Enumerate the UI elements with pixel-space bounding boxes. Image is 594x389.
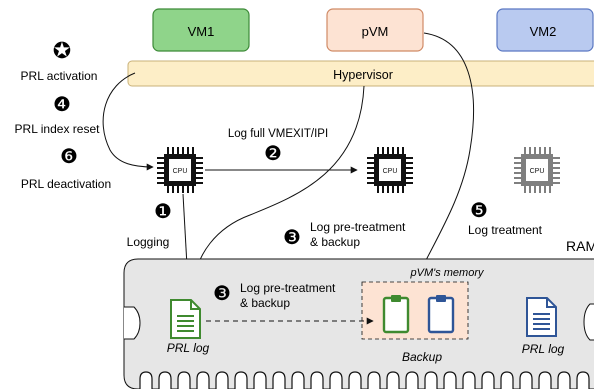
hypervisor-label: Hypervisor (333, 68, 393, 82)
log-pre-treatment-lower-line1: Log pre-treatment (240, 281, 336, 295)
logging-label: Logging (127, 235, 170, 249)
prl-activation-label: PRL activation (21, 69, 98, 83)
prl-log-right-label: PRL log (522, 342, 565, 356)
clipboard-green-icon (382, 295, 410, 334)
step-star-icon: ✪ (53, 38, 71, 63)
cpu-label: CPU (530, 168, 545, 175)
prl-log-left-label: PRL log (167, 341, 210, 355)
ram-pin (462, 371, 476, 389)
step-1-icon: ❶ (154, 201, 172, 223)
pretreatment-arrow (190, 85, 365, 285)
cpu-label: CPU (383, 168, 398, 175)
ram-pin (576, 371, 590, 389)
ram-pin (158, 371, 172, 389)
vm2-label: VM2 (530, 24, 557, 39)
hypervisor-bar: Hypervisor (127, 60, 594, 87)
ram-pin (538, 371, 552, 389)
step-2-icon: ❷ (264, 143, 282, 165)
ram-notch-left (124, 306, 141, 340)
cpu-die (379, 159, 401, 181)
ram-pin (481, 371, 495, 389)
ram-pin (310, 371, 324, 389)
step-3-icon-upper: ❸ (283, 227, 301, 249)
ram-pin (500, 371, 514, 389)
ram-pin (405, 371, 419, 389)
cpu-die (169, 159, 191, 181)
pvm-memory-label: pVM's memory (410, 267, 485, 279)
ram-pin (519, 371, 533, 389)
ram-pin (234, 371, 248, 389)
cpu-chip-2: CPU (367, 147, 413, 193)
prl-index-reset-label: PRL index reset (15, 122, 101, 136)
cpu-die (526, 159, 548, 181)
log-pre-treatment-upper-line2: & backup (310, 235, 360, 249)
ram-notch-right (583, 303, 594, 341)
ram-pin (196, 371, 210, 389)
log-pre-treatment-upper-line1: Log pre-treatment (310, 220, 406, 234)
ram-pin (367, 371, 381, 389)
cpu-chip-3: CPU (514, 147, 560, 193)
step-4-icon: ❹ (53, 94, 71, 116)
ram-pin (215, 371, 229, 389)
cpu-label: CPU (173, 168, 188, 175)
ram-pin (272, 371, 286, 389)
pvm-box: pVM (326, 8, 424, 52)
ram-pin (329, 371, 343, 389)
step-6-icon: ❻ (60, 146, 78, 168)
log-treatment-arrow (413, 32, 475, 285)
ram-pin (557, 371, 571, 389)
ram-pin (177, 371, 191, 389)
ram-pin (291, 371, 305, 389)
clipboard-blue-icon (427, 295, 455, 334)
log-pre-treatment-lower-line2: & backup (240, 296, 290, 310)
vm1-label: VM1 (188, 24, 215, 39)
prl-deactivation-label: PRL deactivation (21, 177, 111, 191)
backup-label: Backup (402, 350, 442, 364)
ram-pin (424, 371, 438, 389)
ram-label: RAM (566, 238, 594, 254)
step-5-icon: ❺ (470, 200, 488, 222)
ram-pin (443, 371, 457, 389)
ram-pin (139, 371, 153, 389)
cpu-chip-1: CPU (157, 147, 203, 193)
prl-log-left-doc-icon (170, 299, 201, 339)
prl-log-right-doc-icon (526, 297, 557, 337)
ram-pin (253, 371, 267, 389)
hypervisor-to-cpu-arrow (102, 72, 154, 171)
ram-pins (139, 371, 590, 389)
log-treatment-label: Log treatment (468, 223, 543, 237)
log-full-label: Log full VMEXIT/IPI (228, 128, 328, 140)
ram-pin (348, 371, 362, 389)
vm1-box: VM1 (152, 8, 250, 52)
step-3-icon-lower: ❸ (213, 283, 231, 305)
pvm-label: pVM (362, 24, 389, 39)
vm2-box: VM2 (496, 8, 594, 52)
ram-pin (386, 371, 400, 389)
